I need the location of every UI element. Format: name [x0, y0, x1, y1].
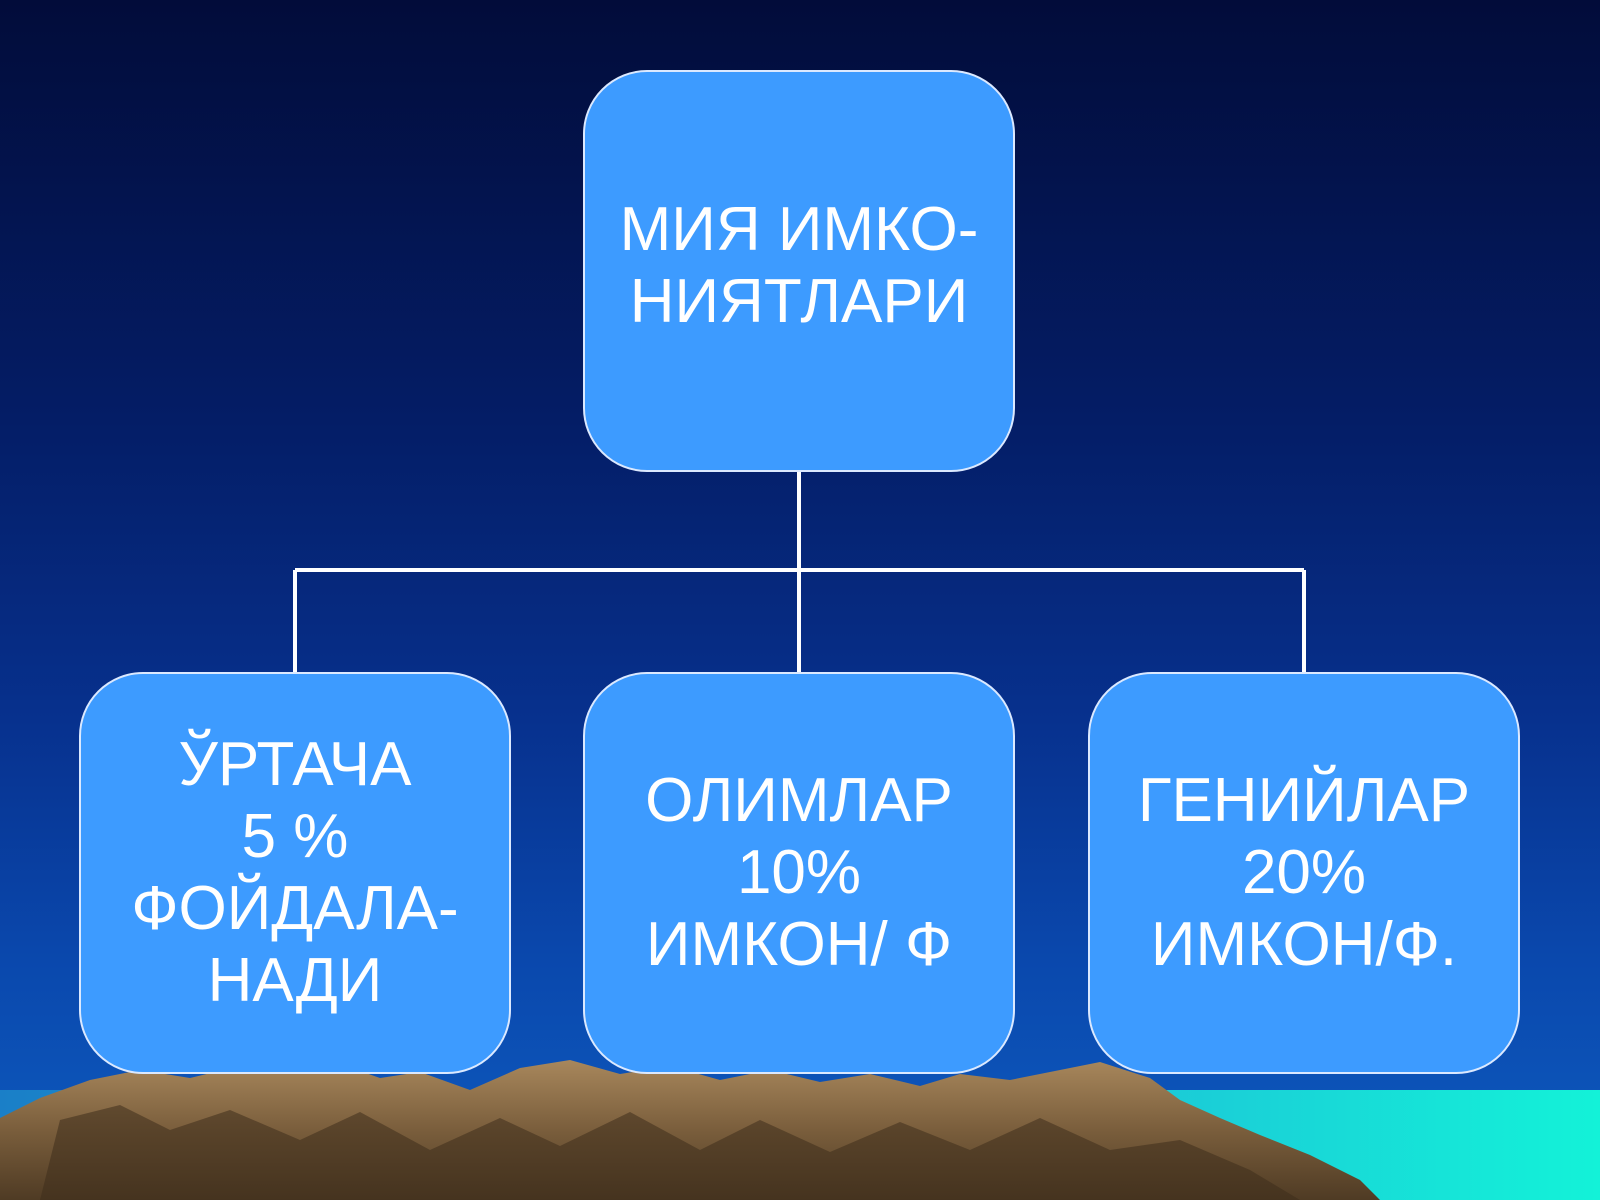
root-node: МИЯ ИМКО- НИЯТЛАРИ	[583, 70, 1015, 472]
mountain-ridge-shadow	[40, 1105, 1300, 1200]
child-node-average: ЎРТАЧА 5 % ФОЙДАЛА- НАДИ	[79, 672, 511, 1074]
child-node-geniuses: ГЕНИЙЛАР 20% ИМКОН/Ф.	[1088, 672, 1520, 1074]
child-node-scientists: ОЛИМЛАР 10% ИМКОН/ Ф	[583, 672, 1015, 1074]
